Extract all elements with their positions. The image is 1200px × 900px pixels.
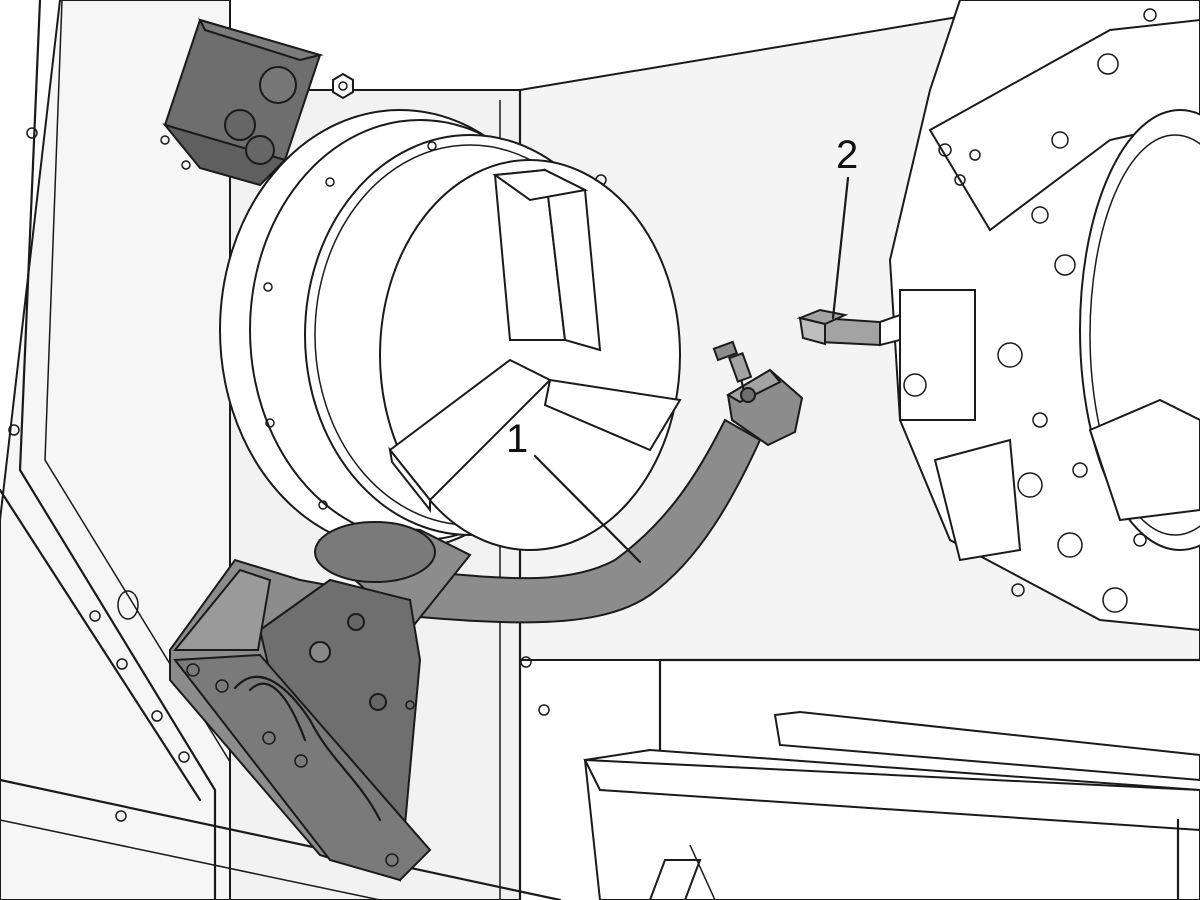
callout-2: 2 xyxy=(836,133,858,177)
callout-1: 1 xyxy=(506,417,528,461)
tool-presetter-arm xyxy=(169,340,804,882)
turret xyxy=(888,0,1200,632)
leader-line-2 xyxy=(831,176,850,320)
junction-box xyxy=(162,18,354,187)
leader-line-1 xyxy=(533,454,642,564)
spindle-chuck xyxy=(219,109,682,551)
carriage-rails xyxy=(583,710,1200,900)
